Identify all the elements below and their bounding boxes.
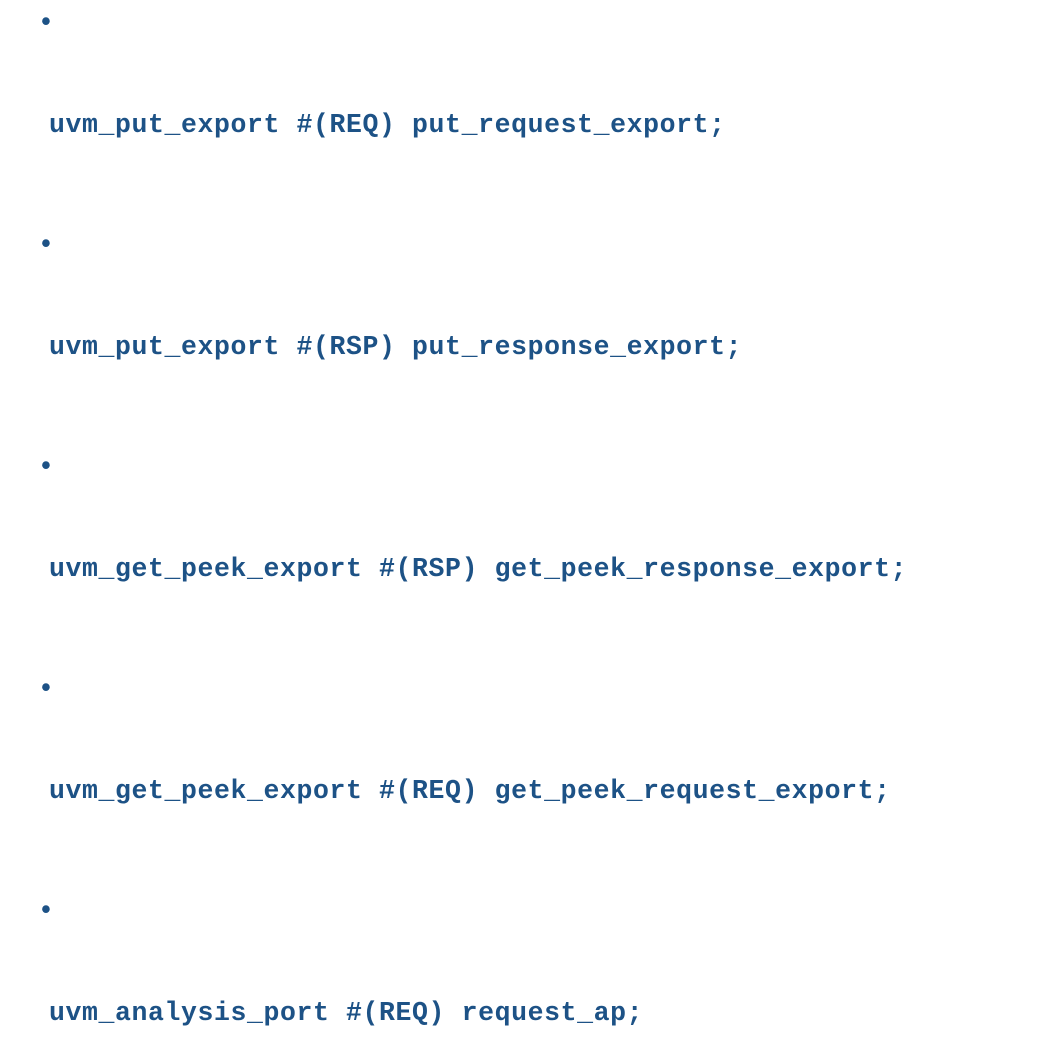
bullet-point-icon: •	[38, 8, 55, 38]
list-item: • uvm_put_export #(REQ) put_request_expo…	[0, 6, 1040, 210]
list-item: • uvm_get_peek_export #(REQ) get_peek_re…	[0, 672, 1040, 876]
code-line: uvm_analysis_port #(REQ) request_ap;	[49, 998, 644, 1028]
slide-content-area: • uvm_put_export #(REQ) put_request_expo…	[38, 8, 907, 1028]
code-line: uvm_put_export #(REQ) put_request_export…	[49, 110, 726, 140]
bullet-point-icon: •	[38, 896, 55, 926]
bullet-point-icon: •	[38, 230, 55, 260]
code-line: uvm_get_peek_export #(RSP) get_peek_resp…	[49, 554, 908, 584]
code-line: uvm_put_export #(RSP) put_response_expor…	[49, 332, 743, 362]
list-item: • uvm_analysis_port #(REQ) request_ap;	[0, 894, 1040, 1054]
list-item: • uvm_get_peek_export #(RSP) get_peek_re…	[0, 450, 1040, 654]
bullet-point-icon: •	[38, 452, 55, 482]
code-line: uvm_get_peek_export #(REQ) get_peek_requ…	[49, 776, 891, 806]
declaration-bullet-list: • uvm_put_export #(REQ) put_request_expo…	[0, 6, 1040, 1054]
list-item: • uvm_put_export #(RSP) put_response_exp…	[0, 228, 1040, 432]
bullet-point-icon: •	[38, 674, 55, 704]
